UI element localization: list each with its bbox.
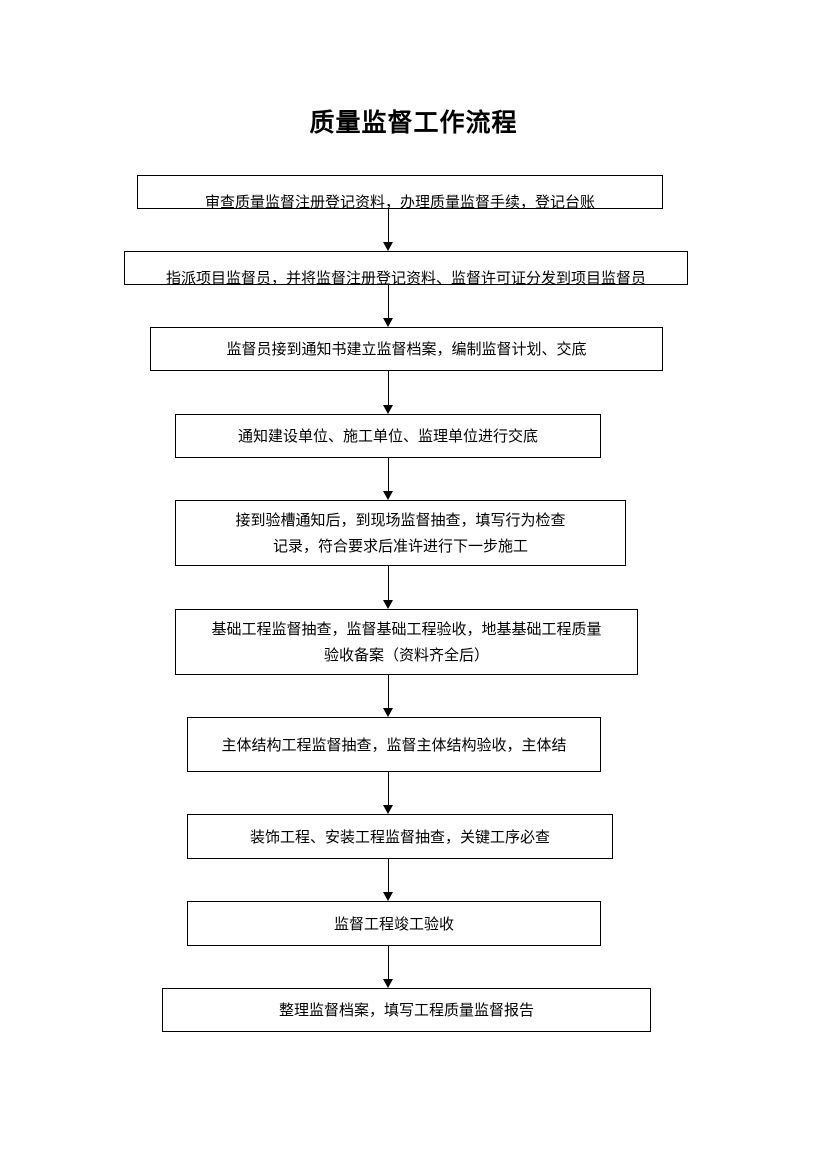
flow-step-5-line-1: 接到验槽通知后，到现场监督抽查，填写行为检查 [235,511,566,529]
flow-step-7: 主体结构工程监督抽查，监督主体结构验收，主体结 [187,717,601,772]
flow-step-9-text: 监督工程竣工验收 [333,914,454,933]
flow-arrow-4 [382,458,394,500]
flow-step-8: 装饰工程、安装工程监督抽查，关键工序必查 [187,814,613,859]
flow-arrow-8 [382,859,394,901]
flow-arrow-9 [382,946,394,988]
flow-arrow-5 [382,566,394,609]
flow-arrow-1 [382,209,394,251]
flow-step-4-text: 通知建设单位、施工单位、监理单位进行交底 [237,427,538,445]
flow-step-3: 监督员接到通知书建立监督档案，编制监督计划、交底 [150,327,663,371]
flow-step-4: 通知建设单位、施工单位、监理单位进行交底 [175,414,601,458]
flow-step-2-text: 指派项目监督员，并将监督注册登记资料、监督许可证分发到项目监督员 [165,269,646,285]
page-title: 质量监督工作流程 [309,108,518,137]
flow-step-1-text: 审查质量监督注册登记资料，办理质量监督手续，登记台账 [204,193,595,209]
flow-step-8-text: 装饰工程、安装工程监督抽查，关键工序必查 [249,827,550,846]
flow-step-6-line-2: 验收备案（资料齐全后） [323,646,489,664]
flow-arrow-3 [382,371,394,414]
flow-step-6: 基础工程监督抽查，监督基础工程验收，地基基础工程质量 验收备案（资料齐全后） [175,609,638,675]
flow-step-2: 指派项目监督员，并将监督注册登记资料、监督许可证分发到项目监督员 [124,251,688,285]
flow-step-1: 审查质量监督注册登记资料，办理质量监督手续，登记台账 [137,175,663,209]
flow-arrow-7 [382,772,394,814]
flow-step-5: 接到验槽通知后，到现场监督抽查，填写行为检查 记录，符合要求后准许进行下一步施工 [175,500,626,566]
flow-arrow-2 [382,285,394,327]
flow-step-9: 监督工程竣工验收 [187,901,601,946]
flow-step-5-line-2: 记录，符合要求后准许进行下一步施工 [272,537,528,555]
flow-arrow-6 [382,675,394,717]
flow-step-3-text: 监督员接到通知书建立监督档案，编制监督计划、交底 [226,340,587,358]
flow-step-10: 整理监督档案，填写工程质量监督报告 [162,988,651,1032]
flow-step-7-text: 主体结构工程监督抽查，监督主体结构验收，主体结 [221,735,567,754]
flow-step-6-line-1: 基础工程监督抽查，监督基础工程验收，地基基础工程质量 [211,620,602,638]
flow-step-10-text: 整理监督档案，填写工程质量监督报告 [278,1001,534,1019]
